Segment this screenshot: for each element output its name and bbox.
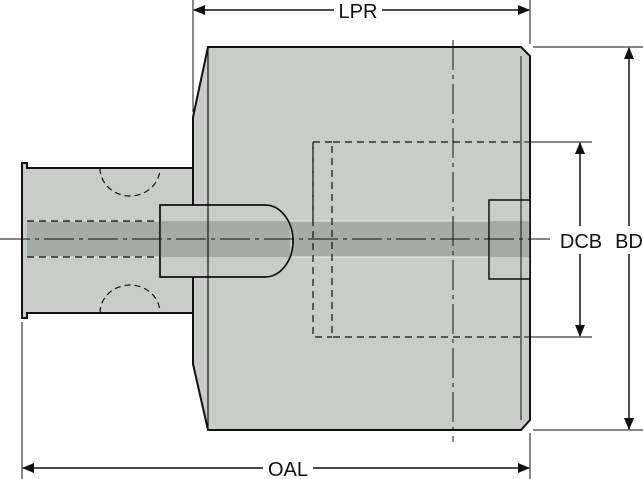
hidden-arc-top xyxy=(99,167,161,197)
bd-label: BD xyxy=(615,231,643,253)
oal-label: OAL xyxy=(268,459,308,479)
lpr-label: LPR xyxy=(339,1,378,23)
dcb-label: DCB xyxy=(560,231,602,253)
pocket-outline xyxy=(159,204,294,278)
hidden-arc-bottom xyxy=(99,284,161,314)
